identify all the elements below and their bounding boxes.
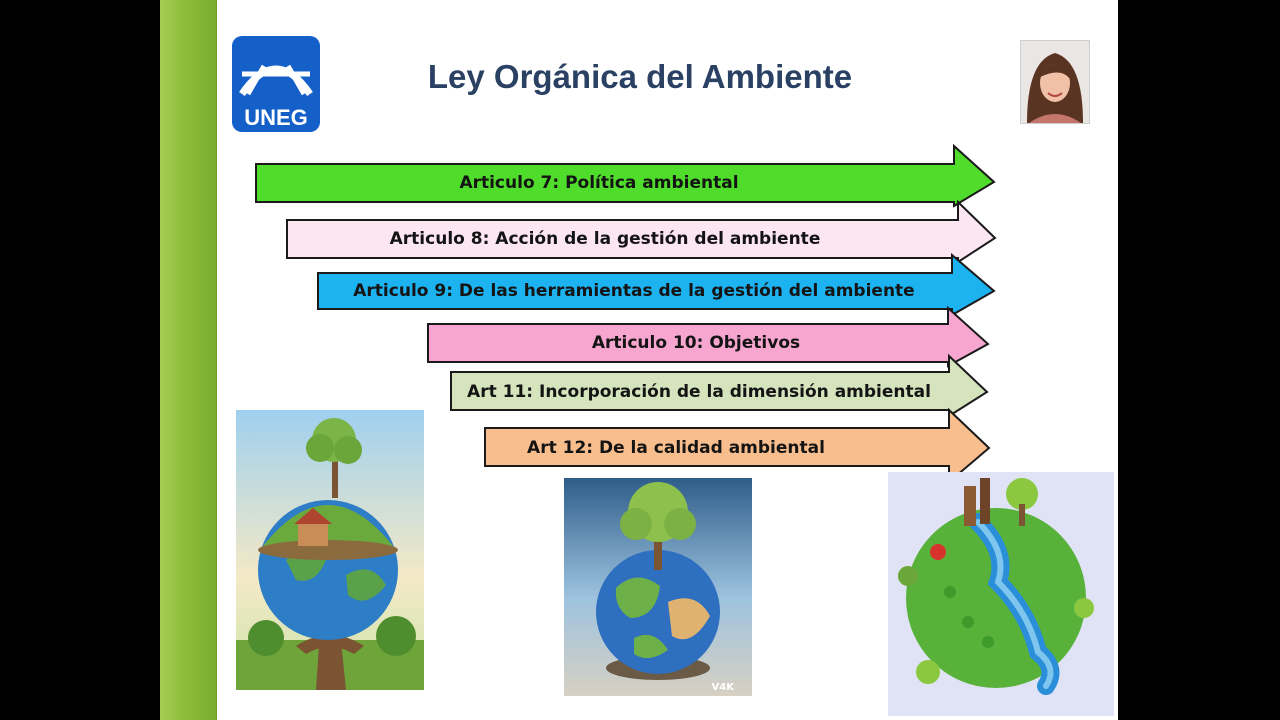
arrow-articulo-9: Articulo 9: De las herramientas de la ge… — [316, 252, 996, 317]
uneg-logo: UNEG — [232, 36, 320, 132]
cartoon-planet-illustration — [888, 472, 1114, 716]
arrow-label: Articulo 8: Acción de la gestión del amb… — [389, 229, 821, 249]
arrow-art-11: Art 11: Incorporación de la dimensión am… — [449, 353, 989, 420]
globe-tree-illustration: V4K — [564, 478, 752, 696]
arrow-articulo-10: Articulo 10: Objetivos — [426, 305, 990, 370]
presenter-photo — [1020, 40, 1090, 124]
arrow-label: Articulo 9: De las herramientas de la ge… — [353, 281, 915, 301]
arrow-art-12: Art 12: De la calidad ambiental — [483, 407, 991, 485]
arrow-label: Articulo 7: Política ambiental — [459, 173, 739, 193]
arrow-label: Art 11: Incorporación de la dimensión am… — [467, 382, 931, 402]
arrow-label: Articulo 10: Objetivos — [591, 333, 801, 353]
logo-text: UNEG — [244, 105, 308, 130]
arrow-articulo-7: Articulo 7: Política ambiental — [254, 143, 996, 208]
slide-title: Ley Orgánica del Ambiente — [427, 58, 853, 95]
arrow-label: Art 12: De la calidad ambiental — [527, 438, 825, 458]
arrow-articulo-8: Articulo 8: Acción de la gestión del amb… — [285, 199, 997, 264]
globe-treehouse-illustration — [236, 410, 424, 690]
green-sidebar-bar — [160, 0, 217, 720]
watermark-text: V4K — [712, 682, 736, 693]
presentation-slide: UNEG Ley Orgánica del Ambiente Articulo … — [160, 0, 1118, 720]
